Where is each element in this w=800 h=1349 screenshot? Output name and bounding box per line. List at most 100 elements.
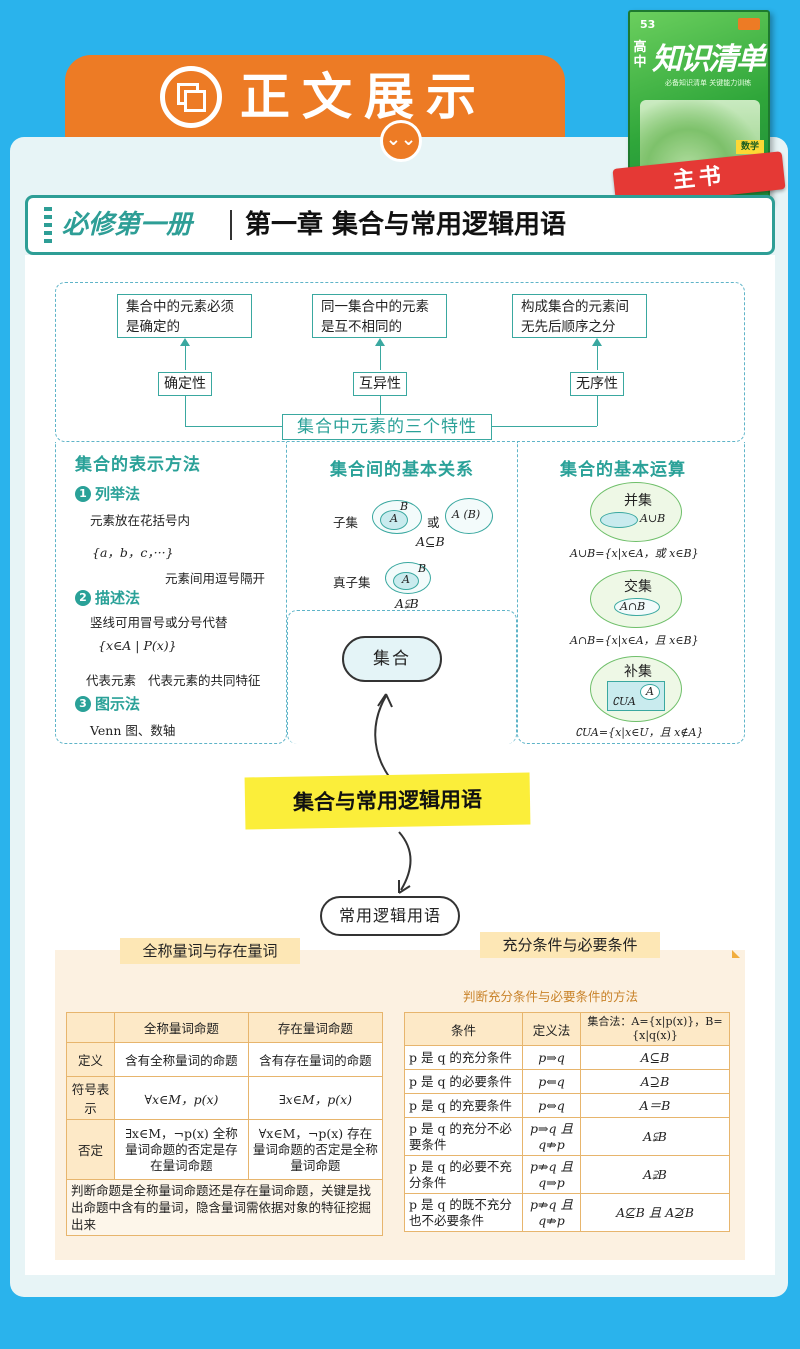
qt-cell: 含有全称量词的命题 [114, 1042, 249, 1077]
ct-def: p⇒q 且 q⇏p [522, 1117, 581, 1156]
connector [380, 396, 381, 414]
qt-cell: ∃x∈M，¬p(x) 全称量词命题的否定是存在量词命题 [114, 1119, 249, 1180]
center-frame [287, 610, 517, 744]
method-desc-2: 竖线可用冒号或分号代替 [90, 615, 228, 630]
or-label: 或 [427, 515, 440, 530]
method-title: 判断充分条件与必要条件的方法 [463, 989, 639, 1004]
venn-b-label: B [400, 500, 409, 513]
method-name-3: 图示法 [95, 695, 141, 713]
qt-header-1: 全称量词命题 [114, 1012, 249, 1043]
quantifier-table: 全称量词命题 存在量词命题 定义 含有全称量词的命题 含有存在量词的命题 符号表… [66, 1012, 384, 1236]
representation-frame [55, 442, 287, 744]
complement-a-circle [640, 684, 660, 700]
method-example-1: {a，b，c，···} [92, 545, 174, 560]
badge-2: 2 [75, 590, 91, 606]
properties-center-title: 集合中元素的三个特性 [282, 414, 492, 440]
intersection-name: 交集 [624, 579, 652, 595]
relations-title: 集合间的基本关系 [330, 460, 474, 480]
book-subtitle: 必备知识清单 关键能力训练 [665, 79, 752, 87]
arrow-up-icon [180, 338, 190, 346]
property-label-2: 互异性 [353, 372, 407, 396]
property-box-2: 同一集合中的元素是互不相同的 [312, 294, 447, 338]
ct-def: p⇐q [522, 1069, 581, 1094]
arrow-up-icon [592, 338, 602, 346]
tag-fold [732, 950, 740, 958]
operations-title: 集合的基本运算 [560, 460, 686, 480]
qt-cell: ∀x∈M，p(x) [114, 1076, 249, 1120]
chapter-book: 必修第一册 [62, 210, 193, 240]
complement-name: 补集 [624, 664, 652, 680]
set-center-node: 集合 [342, 636, 442, 682]
union-venn [600, 512, 638, 528]
qt-row-label: 否定 [66, 1119, 115, 1180]
qt-header-0 [66, 1012, 115, 1043]
qt-header-2: 存在量词命题 [247, 1012, 384, 1043]
chapter-dots [44, 207, 52, 243]
venn-proper-a: A [402, 573, 410, 586]
arrow-up-icon [375, 338, 385, 346]
ct-def: p⇏q 且 q⇏p [522, 1193, 581, 1232]
publisher-logo [738, 18, 760, 30]
conditions-tag: 充分条件与必要条件 [480, 932, 660, 958]
property-label-1: 确定性 [158, 372, 212, 396]
method-name-2: 描述法 [95, 589, 141, 607]
connector [185, 346, 186, 370]
venn-subset-inner [380, 510, 408, 530]
ct-set: A⫌B [580, 1155, 730, 1194]
ct-def: p⇒q [522, 1045, 581, 1070]
main-topic: 集合与常用逻辑用语 [244, 772, 531, 830]
logic-node: 常用逻辑用语 [320, 896, 460, 936]
property-label-3: 无序性 [570, 372, 624, 396]
property-box-1: 集合中的元素必须是确定的 [117, 294, 252, 338]
conditions-table: 条件 定义法 集合法：A={x|p(x)}，B={x|q(x)} p 是 q 的… [404, 1012, 730, 1232]
badge-1: 1 [75, 486, 91, 502]
intersection-inner: A∩B [620, 600, 646, 613]
method-note-right-2: 代表元素的共同特征 [148, 673, 261, 688]
ct-set: A＝B [580, 1093, 730, 1118]
book-level: 高中 [633, 40, 647, 70]
proper-subset-label: 真子集 [333, 575, 371, 590]
qt-note: 判断命题是全称量词命题还是存在量词命题，关键是找出命题中含有的量词，隐含量词需依… [66, 1179, 383, 1236]
qt-row-label: 符号表示 [66, 1076, 115, 1120]
ct-set: A⊆B [580, 1045, 730, 1070]
header-banner [65, 55, 565, 145]
connector [597, 346, 598, 370]
chapter-bar [25, 195, 775, 255]
chapter-name: 第一章 集合与常用逻辑用语 [245, 210, 567, 240]
curved-arrow-down-icon [398, 831, 412, 894]
book-subject: 数学 [736, 140, 764, 154]
badge-3: 3 [75, 696, 91, 712]
method-desc-3: Venn 图、数轴 [90, 723, 176, 738]
properties-frame [55, 282, 745, 442]
ct-cond: p 是 q 的充分条件 [404, 1045, 523, 1070]
ct-set: A⊇B [580, 1069, 730, 1094]
ct-def: p⇏q 且 q⇒p [522, 1155, 581, 1194]
ct-set: A⫋B [580, 1117, 730, 1156]
union-inner: A∪B [640, 512, 666, 525]
ct-set: A⊈B 且 A⊉B [580, 1193, 730, 1232]
method-desc-1: 元素放在花括号内 [90, 513, 191, 528]
connector [185, 396, 186, 426]
chevron-down-icon: ⌄⌄ [380, 120, 422, 162]
complement-a-label: A [646, 685, 654, 698]
representation-title: 集合的表示方法 [75, 455, 201, 475]
book-brand: 53 [640, 18, 656, 31]
union-name: 并集 [624, 493, 652, 509]
method-example-2: {x∈A | P(x)} [98, 638, 177, 653]
banner-title: 正文展示 [240, 68, 488, 126]
union-formula: A∪B={x|x∈A，或 x∈B} [570, 547, 699, 560]
venn-ab-label: A (B) [452, 508, 481, 521]
venn-proper-inner [393, 572, 419, 590]
chapter-divider [230, 210, 232, 240]
book-title: 知识清单 [652, 42, 766, 77]
quantifier-tag: 全称量词与存在量词 [120, 938, 300, 964]
qt-cell: ∀x∈M，¬p(x) 存在量词命题的否定是全称量词命题 [247, 1119, 384, 1180]
venn-proper-b: B [418, 562, 427, 575]
ct-cond: p 是 q 的必要条件 [404, 1069, 523, 1094]
qt-row-label: 定义 [66, 1042, 115, 1077]
complement-inner: ∁UA [612, 695, 636, 708]
property-box-3: 构成集合的元素间无先后顺序之分 [512, 294, 647, 338]
ct-cond: p 是 q 的充要条件 [404, 1093, 523, 1118]
intersection-formula: A∩B={x|x∈A，且 x∈B} [570, 634, 699, 647]
proper-subset-expr: A⫋B [395, 596, 419, 611]
